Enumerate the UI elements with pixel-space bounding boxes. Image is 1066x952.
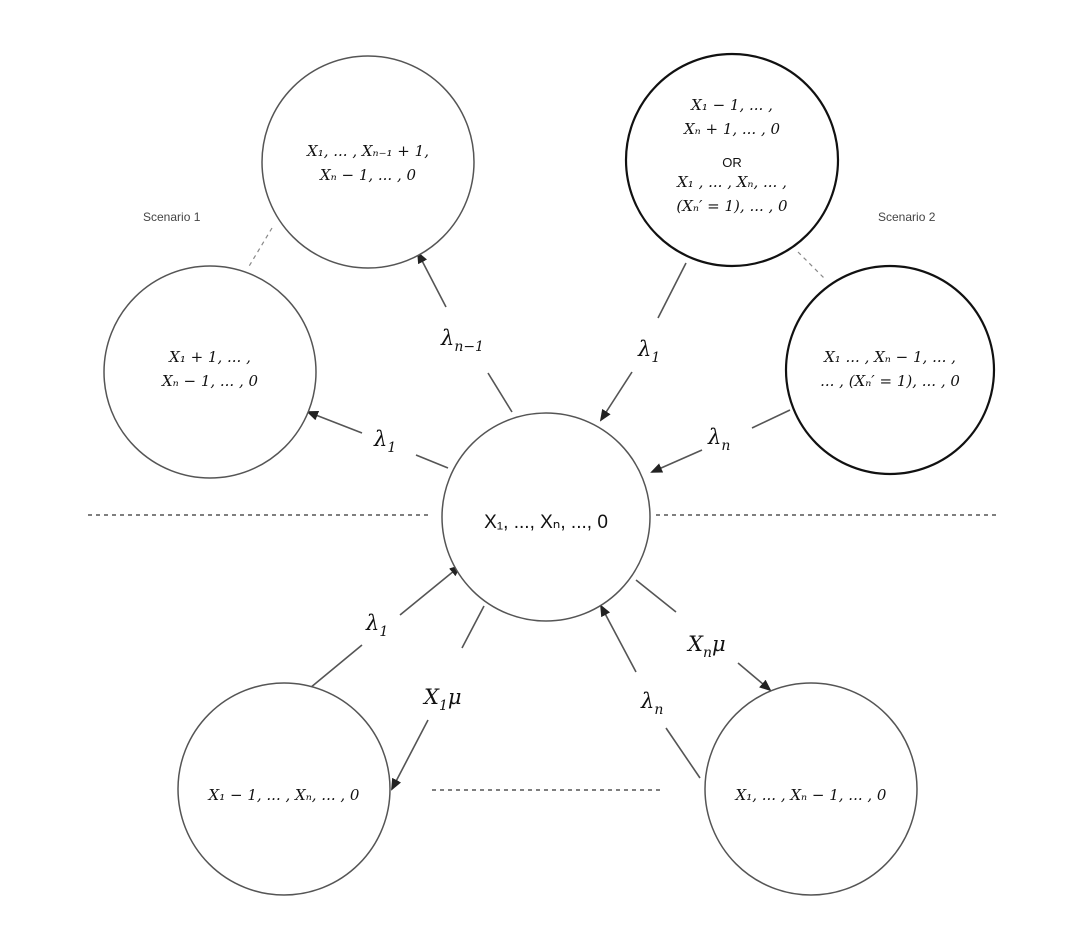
rate-from-bottom-left: λ1 bbox=[365, 611, 388, 640]
state-bottom-left-label: X₁ − 1, ... , Xₙ, ... , 0 bbox=[208, 786, 360, 804]
state-top-mid-line-1: X₁, ... , Xₙ₋₁ + 1, bbox=[306, 142, 429, 160]
scenario-1-label: Scenario 1 bbox=[143, 210, 201, 224]
state-top-right-line-2: Xₙ + 1, ... , 0 bbox=[683, 120, 781, 138]
state-right-line-1: X₁ ... , Xₙ − 1, ... , bbox=[823, 348, 956, 366]
edge-center-to-top-mid bbox=[417, 251, 447, 308]
state-bottom-right-label: X₁, ... , Xₙ − 1, ... , 0 bbox=[735, 786, 887, 804]
rate-from-top-right: λ1 bbox=[637, 337, 660, 366]
rate-to-top-mid: λn−1 bbox=[440, 326, 484, 355]
state-node-top-right: X₁ − 1, ... , Xₙ + 1, ... , 0 OR X₁ , ..… bbox=[624, 52, 840, 268]
edge-center-to-bottom-left-tail bbox=[461, 605, 485, 649]
rate-to-bottom-left: X1μ bbox=[422, 685, 462, 714]
state-node-bottom-right: X₁, ... , Xₙ − 1, ... , 0 bbox=[704, 682, 918, 896]
state-top-right-line-4: (Xₙ′ = 1), ... , 0 bbox=[676, 197, 788, 215]
state-top-right-line-1: X₁ − 1, ... , bbox=[690, 96, 773, 114]
edge-center-to-top-left bbox=[306, 410, 363, 434]
edge-center-to-top-left-tail bbox=[415, 454, 449, 469]
rate-to-top-left: λ1 bbox=[373, 427, 396, 456]
rate-from-right: λn bbox=[707, 425, 730, 454]
edge-top-right-to-center bbox=[599, 371, 633, 422]
edge-center-to-bottom-right-tail bbox=[635, 579, 677, 613]
state-top-left-line-2: Xₙ − 1, ... , 0 bbox=[161, 372, 259, 390]
edge-bottom-left-to-center-head bbox=[309, 644, 363, 689]
scenario-2-label: Scenario 2 bbox=[878, 210, 936, 224]
edge-right-to-center bbox=[650, 449, 703, 473]
edge-bottom-right-to-center bbox=[600, 604, 637, 673]
edge-bottom-left-to-center bbox=[399, 564, 462, 616]
state-top-left-line-1: X₁ + 1, ... , bbox=[168, 348, 251, 366]
state-top-right-line-3: X₁ , ... , Xₙ, ... , bbox=[676, 173, 787, 191]
state-top-mid-line-2: Xₙ − 1, ... , 0 bbox=[319, 166, 417, 184]
edge-center-to-bottom-left bbox=[391, 719, 429, 791]
state-node-top-mid: X₁, ... , Xₙ₋₁ + 1, Xₙ − 1, ... , 0 bbox=[261, 55, 475, 269]
edge-right-to-center-head bbox=[751, 409, 791, 429]
state-node-center: X₁, ..., Xₙ, ..., 0 bbox=[441, 412, 651, 622]
state-node-top-left: X₁ + 1, ... , Xₙ − 1, ... , 0 bbox=[103, 265, 317, 479]
edge-center-to-bottom-right bbox=[737, 662, 772, 692]
rate-from-bottom-right: λn bbox=[640, 689, 663, 718]
state-top-right-or: OR bbox=[722, 155, 742, 170]
state-node-bottom-left: X₁ − 1, ... , Xₙ, ... , 0 bbox=[177, 682, 391, 896]
state-center-label: X₁, ..., Xₙ, ..., 0 bbox=[484, 512, 608, 533]
edge-top-right-to-center-head bbox=[657, 262, 687, 319]
edge-center-to-top-mid-tail bbox=[487, 372, 513, 413]
scenario1-dashed-link bbox=[247, 227, 273, 269]
scenario2-dashed-link bbox=[797, 251, 825, 279]
state-right-line-2: ... , (Xₙ′ = 1), ... , 0 bbox=[820, 372, 960, 390]
rate-to-bottom-right: Xnμ bbox=[686, 632, 726, 661]
edge-bottom-right-to-center-head bbox=[665, 727, 701, 779]
state-node-right: X₁ ... , Xₙ − 1, ... , ... , (Xₙ′ = 1), … bbox=[784, 264, 996, 476]
